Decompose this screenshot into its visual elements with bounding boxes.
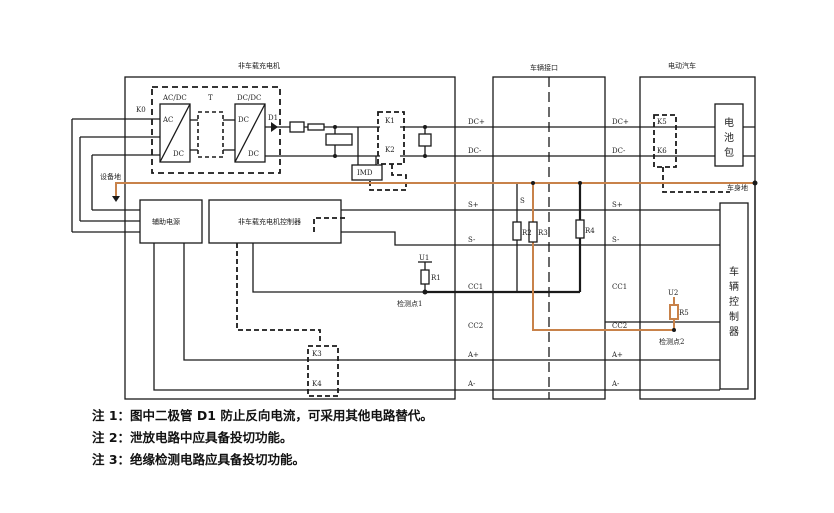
- r4-label: R4: [585, 227, 595, 235]
- r5-label: R5: [679, 309, 689, 317]
- vehicle-controller-label-3: 控: [729, 295, 739, 308]
- chassis-ground-label: 车身地: [727, 183, 748, 192]
- r1-label: R1: [431, 274, 441, 282]
- signal-label-cc1: CC1: [468, 283, 483, 291]
- transformer: [197, 111, 224, 158]
- signal-label-aminus: A-: [611, 380, 620, 388]
- r3-resistor: [528, 221, 538, 243]
- bleeder-circuit: [325, 133, 353, 146]
- note-3: 注 3：绝缘检测电路应具备投切功能。: [92, 452, 306, 467]
- r1-resistor: [420, 269, 430, 285]
- battery-pack: [714, 103, 744, 167]
- r2-resistor: [512, 221, 522, 241]
- signal-label-dcminus: DC-: [612, 147, 626, 155]
- diode-icon: [271, 122, 278, 132]
- signal-label-sminus: S-: [612, 236, 620, 244]
- r2-label: R2: [522, 229, 532, 237]
- voltage-sensor-box: [418, 133, 432, 147]
- signal-label-splus: S+: [468, 201, 479, 209]
- k5-k6-relay-box: [653, 114, 677, 168]
- signal-label-dcminus: DC-: [468, 147, 482, 155]
- signal-label-cc2: CC2: [612, 322, 627, 330]
- signal-label-sminus: S-: [468, 236, 476, 244]
- acdc-label: AC/DC: [162, 94, 187, 102]
- r4-resistor: [575, 219, 585, 239]
- k6-label: K6: [657, 147, 667, 155]
- ground-arrow-icon: [112, 196, 120, 202]
- k2-label: K2: [385, 146, 395, 154]
- acdc-converter: [159, 103, 191, 163]
- detect-point-2-label: 检测点2: [659, 337, 684, 346]
- note-1: 注 1：图中二极管 D1 防止反向电流，可采用其他电路替代。: [92, 408, 433, 423]
- notes: 注 1：图中二极管 D1 防止反向电流，可采用其他电路替代。 注 2：泄放电路中…: [92, 405, 433, 471]
- ground-wire: [115, 182, 755, 198]
- signal-label-aminus: A-: [467, 380, 476, 388]
- charger-title: 非车载充电机: [238, 61, 280, 70]
- fuse-box: [307, 123, 325, 131]
- signal-label-dcplus: DC+: [612, 118, 629, 126]
- transformer-label: T: [208, 94, 213, 102]
- voltage-monitor-box: [289, 121, 305, 133]
- u2-label: U2: [668, 289, 678, 297]
- power-module-box: [151, 86, 281, 174]
- battery-label-3: 包: [724, 146, 734, 159]
- k1-k2-relay-box: [377, 111, 405, 165]
- signal-label-aplus: A+: [611, 351, 623, 359]
- note-2: 注 2：泄放电路中应具备投切功能。: [92, 430, 293, 445]
- cc2-wire: [532, 183, 675, 331]
- acdc-in-label: AC: [162, 116, 173, 124]
- dcdc-in-label: DC: [238, 116, 249, 124]
- u1-label: U1: [419, 254, 429, 262]
- vehicle-controller-label-2: 辆: [729, 280, 739, 293]
- signal-label-aplus: A+: [467, 351, 479, 359]
- acdc-out-label: DC: [173, 150, 184, 158]
- k1-label: K1: [385, 117, 395, 125]
- charger-frame: [124, 76, 456, 400]
- signal-label-cc1: CC1: [612, 283, 627, 291]
- k0-label: K0: [136, 106, 146, 114]
- equipment-ground-label: 设备地: [100, 172, 121, 181]
- aux-power-box: [139, 199, 203, 244]
- vehicle-title: 电动汽车: [668, 61, 696, 70]
- interface-title: 车辆接口: [530, 63, 558, 72]
- k3-label: K3: [312, 350, 322, 358]
- r3-label: R3: [538, 229, 548, 237]
- battery-label-1: 电: [724, 116, 734, 129]
- k5-label: K5: [657, 118, 667, 126]
- s-switch-label: S: [520, 197, 525, 205]
- imd-label: IMD: [357, 169, 373, 177]
- dcdc-converter: [234, 103, 266, 163]
- aux-power-label: 辅助电源: [152, 217, 180, 226]
- dcdc-label: DC/DC: [237, 94, 261, 102]
- charger-controller-box: [208, 199, 342, 244]
- battery-label-2: 池: [724, 131, 734, 144]
- vehicle-controller-label-5: 器: [729, 326, 739, 338]
- signal-label-dcplus: DC+: [468, 118, 485, 126]
- vehicle-controller-box: [719, 202, 749, 390]
- vehicle-controller-label-1: 车: [729, 265, 739, 278]
- imd-box: [351, 164, 383, 181]
- signal-label-cc2: CC2: [468, 322, 483, 330]
- d1-label: D1: [268, 114, 278, 122]
- vehicle-controller-label-4: 制: [729, 310, 739, 323]
- detect-point-1-label: 检测点1: [397, 299, 422, 308]
- k4-label: K4: [312, 380, 322, 388]
- signal-label-splus: S+: [612, 201, 623, 209]
- charger-controller-label: 非车载充电机控制器: [238, 217, 301, 226]
- dcdc-out-label: DC: [248, 150, 259, 158]
